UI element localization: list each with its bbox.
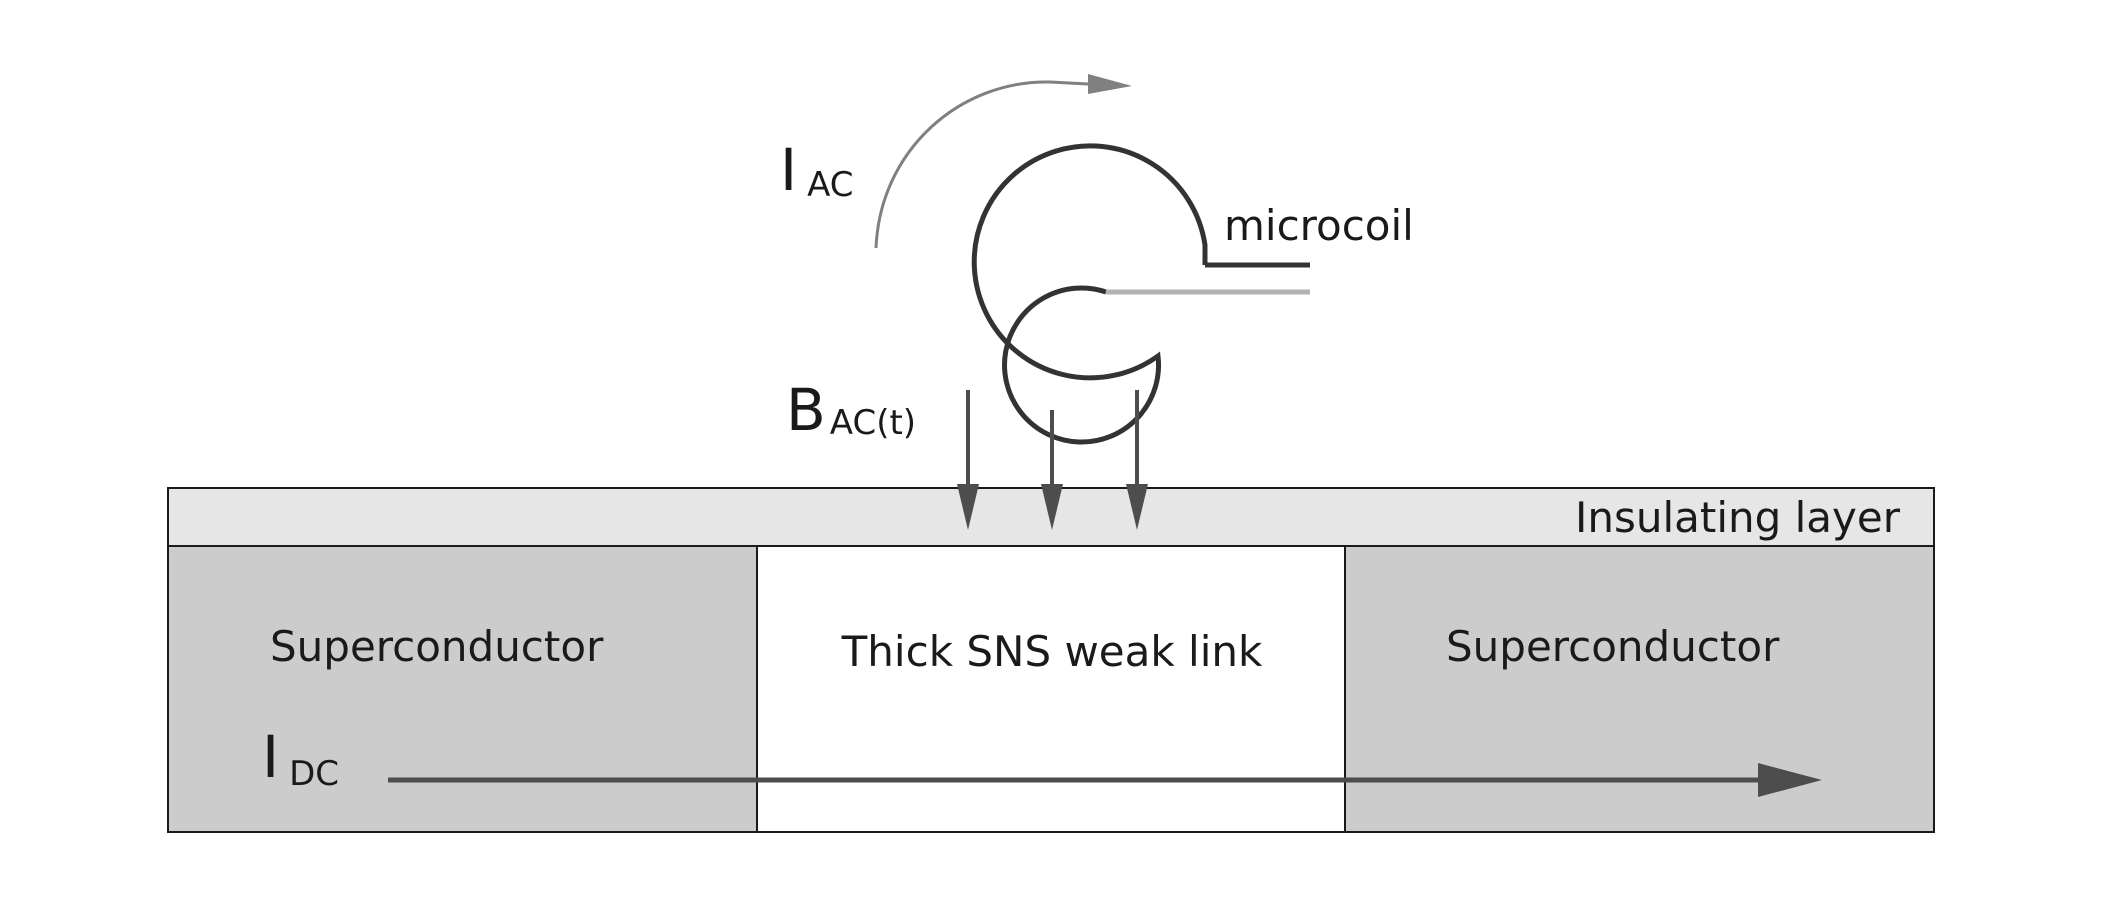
superconductor-left <box>167 545 758 833</box>
dc-current-arrow-head <box>1758 763 1822 797</box>
microcoil-label: microcoil <box>1224 201 1414 250</box>
i-dc-main: I <box>262 723 279 791</box>
weak-link-label: Thick SNS weak link <box>841 627 1263 676</box>
superconductor-right-label: Superconductor <box>1446 622 1780 671</box>
ac-current-arc <box>874 80 1089 249</box>
i-dc-sub: DC <box>289 754 339 794</box>
insulating-layer-label: Insulating layer <box>1575 493 1901 542</box>
superconductor-right <box>1344 545 1935 833</box>
field-arrow-left-head <box>957 484 979 530</box>
b-ac-main: B <box>786 376 826 444</box>
i-ac-sub: AC <box>807 165 853 205</box>
i-ac-main: I <box>780 136 797 204</box>
weak-link <box>756 545 1346 833</box>
b-ac-sub: AC(t) <box>830 403 916 443</box>
microcoil-spiral <box>971 143 1208 445</box>
superconductor-left-label: Superconductor <box>270 622 604 671</box>
field-arrow-center-head <box>1041 484 1063 530</box>
ac-current-arrow-head <box>1088 74 1132 94</box>
field-arrow-right-head <box>1126 484 1148 530</box>
